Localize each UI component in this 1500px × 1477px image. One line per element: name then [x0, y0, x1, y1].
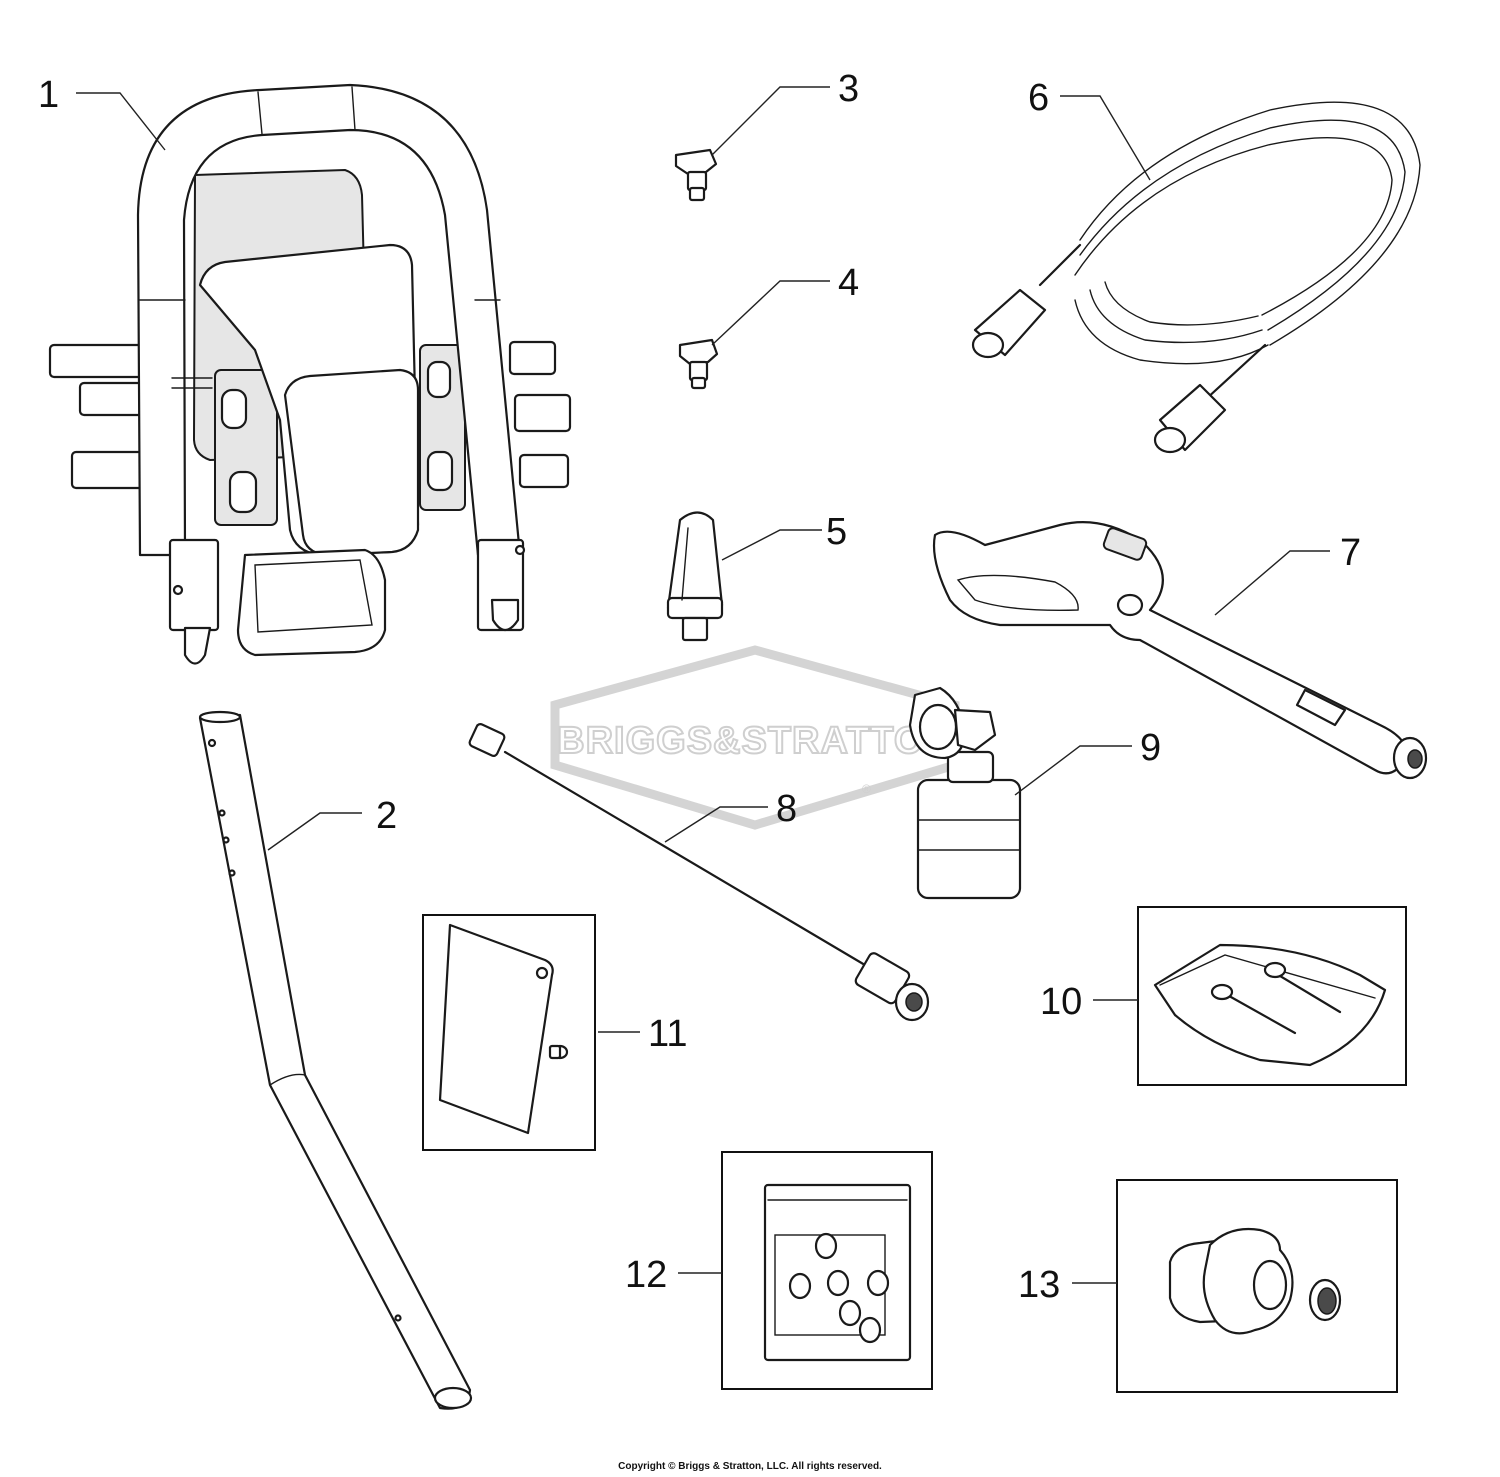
part-5-turbo-nozzle[interactable]	[666, 511, 724, 642]
callout-7: 7	[1340, 532, 1361, 574]
part-8-extension-wand[interactable]	[468, 723, 930, 1022]
part-9-detergent-bottle[interactable]	[908, 686, 1022, 900]
part-7-spray-gun[interactable]	[932, 521, 1428, 780]
leader-lines	[76, 86, 1330, 1284]
callout-3: 3	[838, 68, 859, 110]
part-11-plate-and-rivet[interactable]	[422, 914, 596, 1151]
callout-10: 10	[1040, 981, 1082, 1023]
part-12-o-ring-kit[interactable]	[721, 1151, 933, 1390]
part-2-lower-handle-tube[interactable]	[198, 710, 473, 1410]
callout-6: 6	[1028, 77, 1049, 119]
callout-8: 8	[776, 788, 797, 830]
watermark-text: BRIGGS&STRATTON	[557, 720, 953, 762]
callout-9: 9	[1140, 727, 1161, 769]
callout-1: 1	[38, 74, 59, 116]
part-1-handle-assembly[interactable]	[48, 83, 572, 665]
callout-5: 5	[826, 511, 847, 553]
part-3-quick-connect-nozzle[interactable]	[674, 148, 718, 202]
callout-13: 13	[1018, 1264, 1060, 1306]
part-13-hose-adapter[interactable]	[1116, 1179, 1398, 1393]
callout-4: 4	[838, 262, 859, 304]
callout-labels: 1 2 3 4 5 6 7 8 9 10 11 12 13	[38, 68, 1361, 1306]
callout-12: 12	[625, 1254, 667, 1296]
part-6-high-pressure-hose[interactable]	[971, 101, 1421, 454]
part-4-quick-connect-nozzle[interactable]	[678, 338, 719, 390]
callout-11: 11	[648, 1013, 687, 1055]
brand-watermark: BRIGGS&STRATTON ®	[550, 645, 960, 830]
part-10-screw-kit[interactable]	[1137, 906, 1407, 1086]
watermark-registered-mark: ®	[862, 782, 871, 796]
copyright-notice: Copyright © Briggs & Stratton, LLC. All …	[618, 1461, 882, 1472]
callout-2: 2	[376, 795, 397, 837]
